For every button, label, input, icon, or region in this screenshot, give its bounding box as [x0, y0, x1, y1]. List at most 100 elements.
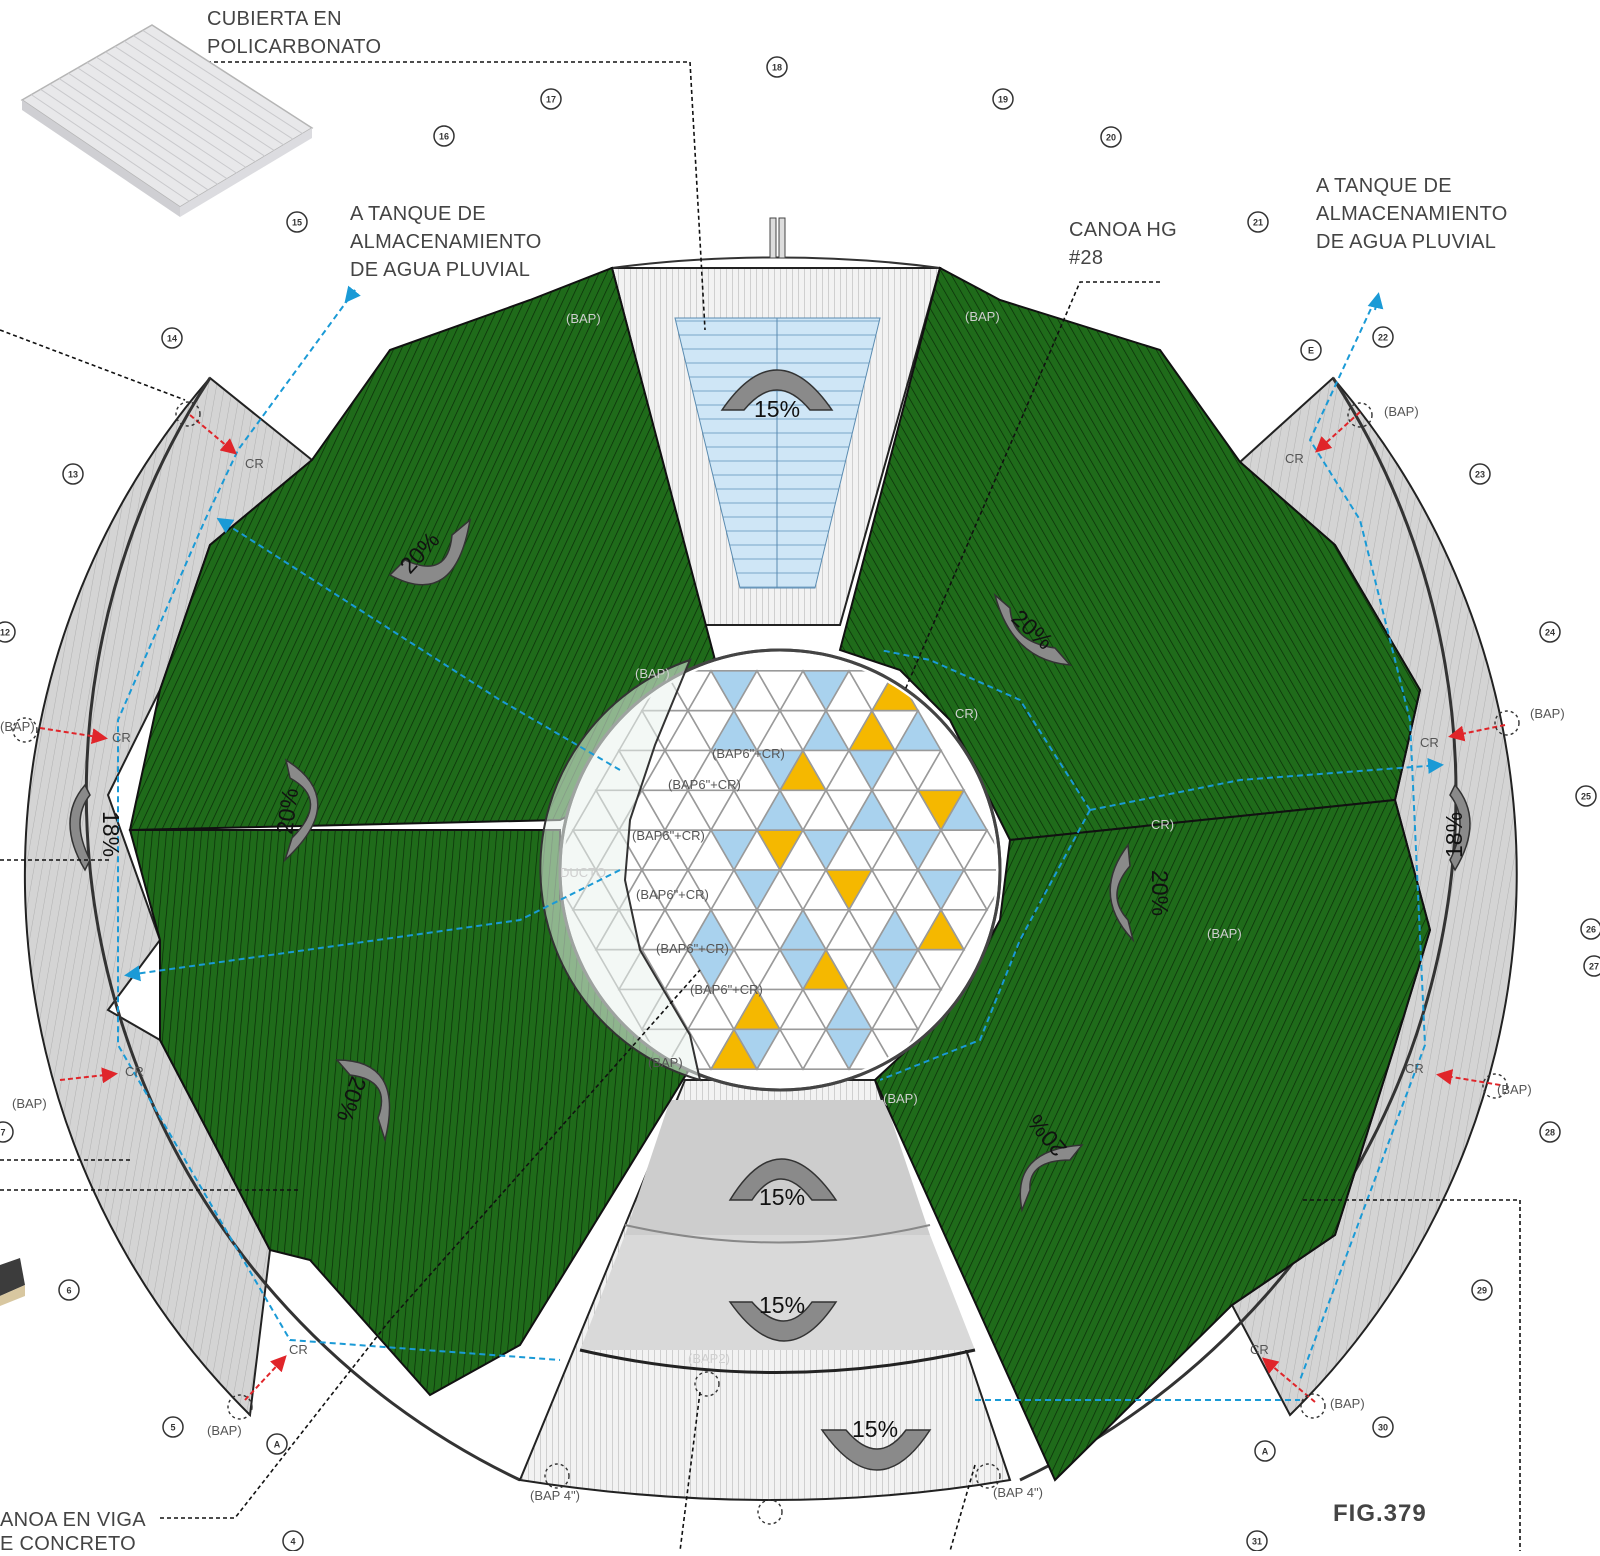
grid-bubble: 5: [162, 1416, 184, 1438]
slope-east-ring: 18%: [1441, 812, 1467, 858]
sheet-rib: [40, 88, 200, 197]
grid-bubble: 4: [282, 1530, 304, 1552]
bap-tag: (BAP): [883, 1091, 918, 1106]
south-panel: [518, 1079, 1012, 1501]
grid-bubble-label: 23: [1475, 470, 1485, 480]
grid-bubble: 27: [1583, 955, 1600, 977]
grid-bubble: 7: [0, 1121, 14, 1143]
tanque-left-label-3: DE AGUA PLUVIAL: [350, 259, 530, 281]
grid-bubble: E: [1300, 339, 1322, 361]
tanque-right-label-1: A TANQUE DE: [1316, 175, 1452, 197]
grid-bubble: 31: [1246, 1530, 1268, 1552]
sheet-rib: [96, 56, 256, 163]
sheet-rib: [142, 29, 303, 135]
bap2-tag: (BAP2): [688, 1351, 730, 1366]
bap-tag: (BAP): [1207, 926, 1242, 941]
grid-bubble-label: 5: [170, 1423, 175, 1433]
bap6cr-tag: (BAP6"+CR): [636, 887, 709, 902]
polycarbonate-sheet-image: [20, 24, 314, 217]
dome-triangle: [939, 909, 989, 952]
bap6cr-tag: (BAP6"+CR): [712, 746, 785, 761]
sheet-rib: [58, 78, 218, 185]
bap-tag: (BAP): [648, 1055, 683, 1070]
geodesic-dome: [539, 648, 1002, 1092]
grid-bubble: 30: [1372, 1416, 1394, 1438]
grid-bubble-label: 13: [68, 470, 78, 480]
bap-tag: (BAP): [1497, 1082, 1532, 1097]
grid-bubble-label: 21: [1253, 218, 1263, 228]
sheet-rib: [86, 62, 247, 168]
bap-tag: (BAP): [0, 719, 35, 734]
grid-bubble-label: 4: [290, 1537, 295, 1547]
grid-bubble: 20: [1100, 126, 1122, 148]
grid-bubble-label: E: [1308, 346, 1314, 356]
cr-tag: CR: [125, 1064, 144, 1079]
sheet-rib: [105, 51, 266, 157]
sheet-rib: [77, 67, 237, 174]
grid-bubble-label: 19: [998, 95, 1008, 105]
cr-tag: CR: [245, 456, 264, 471]
grid-bubble: 22: [1372, 326, 1394, 348]
bap-tag: (BAP): [1330, 1396, 1365, 1411]
cr-tag: CR: [1420, 735, 1439, 750]
slope-west-ring: 18%: [98, 811, 124, 857]
canoa-hg-label-1: CANOA HG: [1069, 219, 1177, 241]
cubierta-label-1: CUBIERTA EN: [207, 8, 342, 30]
grid-bubble-label: 29: [1477, 1286, 1487, 1296]
bap4-tag: (BAP 4"): [993, 1485, 1043, 1500]
grid-bubble-label: 7: [0, 1128, 5, 1138]
bap6cr-tag: (BAP6"+CR): [656, 941, 729, 956]
bap6cr-tag: (BAP6"+CR): [690, 982, 763, 997]
sector-ne: [838, 266, 1422, 842]
grid-bubble: 19: [992, 88, 1014, 110]
grid-bubble: 14: [161, 327, 183, 349]
tanque-right-label-3: DE AGUA PLUVIAL: [1316, 231, 1496, 253]
grid-bubble: 17: [540, 88, 562, 110]
grid-bubble: 18: [766, 56, 788, 78]
green-roof: [128, 266, 1432, 1482]
cr-paren-tag: CR): [955, 706, 978, 721]
grid-bubble: 12: [0, 621, 16, 643]
grid-bubble-label: 16: [439, 132, 449, 142]
dome-triangle: [893, 988, 943, 1031]
grid-bubble-label: 12: [0, 628, 10, 638]
sheet-rib: [114, 46, 275, 151]
slope-arrows: [69, 369, 1471, 1471]
sheet-rib: [49, 83, 209, 191]
grid-bubble: 6: [58, 1279, 80, 1301]
bap-tag: (BAP): [635, 666, 670, 681]
grid-bubble-label: 24: [1545, 628, 1555, 638]
grid-bubble: 26: [1580, 918, 1600, 940]
bap4-tag: (BAP 4"): [530, 1488, 580, 1503]
bap-tag: (BAP): [1530, 706, 1565, 721]
grid-bubble: 16: [433, 125, 455, 147]
tanque-left-label-1: A TANQUE DE: [350, 203, 486, 225]
bap-circles: [12, 401, 1520, 1525]
cr-tag: CR: [112, 730, 131, 745]
grid-bubble: 29: [1471, 1279, 1493, 1301]
ducto-tag: DUCTO: [560, 865, 606, 880]
grid-bubble: 13: [62, 463, 84, 485]
cr-tag: CR: [1250, 1342, 1269, 1357]
grid-bubble: A: [1254, 1440, 1276, 1462]
dome-triangle: [916, 948, 966, 992]
grid-bubble: 25: [1575, 785, 1597, 807]
callout-texts: CUBIERTA EN POLICARBONATO A TANQUE DE AL…: [0, 8, 1507, 1555]
bap-tag: (BAP): [1384, 404, 1419, 419]
grid-bubble-label: 6: [66, 1286, 71, 1296]
grid-bubble: 28: [1539, 1121, 1561, 1143]
slope-w: 20%: [271, 786, 303, 835]
sheet-rib: [133, 35, 294, 140]
sheet-rib: [68, 72, 228, 180]
bap-tag: (BAP): [207, 1423, 242, 1438]
grid-bubble-label: 20: [1106, 133, 1116, 143]
canoa-viga-label-2: E CONCRETO: [0, 1533, 136, 1551]
grid-bubbles: 4 5 6 7 12 13 14 15 16 17 18 19 20 21 22 23 24 25 26 27 28 29…: [0, 56, 1600, 1552]
tanque-left-label-2: ALMACENAMIENTO: [350, 231, 542, 253]
grid-bubble: 24: [1539, 621, 1561, 643]
sheet-rib: [123, 40, 284, 146]
grid-bubble: A: [266, 1433, 288, 1455]
grid-bubble: 15: [286, 211, 308, 233]
